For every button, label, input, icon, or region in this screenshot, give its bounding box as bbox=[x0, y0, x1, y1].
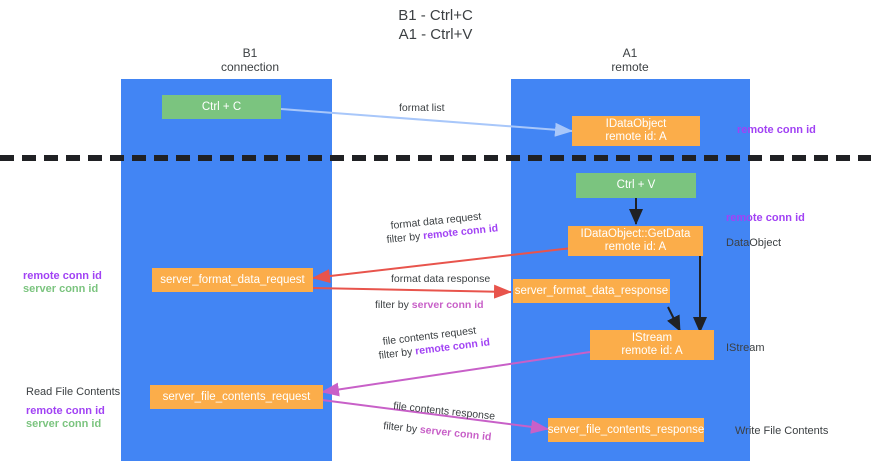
annotation-left-remote-conn-id: remote conn id bbox=[23, 270, 102, 282]
edge-format-data-request bbox=[312, 247, 573, 283]
annotation-right-remote-conn-id-top: remote conn id bbox=[737, 124, 816, 136]
node-idataobject[interactable]: IDataObject remote id: A bbox=[572, 116, 700, 146]
edge-label-format-data-response: format data response bbox=[391, 273, 490, 286]
node-server-format-data-response[interactable]: server_format_data_response bbox=[513, 279, 670, 303]
filter-prefix: filter by bbox=[386, 230, 424, 246]
edge-label-format-list: format list bbox=[399, 102, 445, 115]
edge-file-contents-request bbox=[321, 351, 591, 397]
section-divider bbox=[0, 155, 871, 161]
annotation-right-remote-conn-id-mid: remote conn id bbox=[726, 212, 805, 224]
node-ctrl-v[interactable]: Ctrl + V bbox=[576, 173, 696, 198]
node-idataobject-getdata[interactable]: IDataObject::GetData remote id: A bbox=[568, 226, 703, 256]
annotation-left-server-conn-id: server conn id bbox=[23, 283, 99, 295]
edge-file-contents-response bbox=[321, 399, 549, 434]
edge-label-format-data-response-filter: filter by server conn id bbox=[375, 299, 484, 312]
diagram-title: B1 - Ctrl+C A1 - Ctrl+V bbox=[398, 7, 473, 43]
annotation-left-server-conn-id-2: server conn id bbox=[26, 418, 102, 430]
filter-prefix: filter by bbox=[382, 420, 421, 436]
edge-format-data-response bbox=[312, 284, 512, 299]
annotation-right-dataobject: DataObject bbox=[726, 237, 782, 249]
filter-prefix: filter by bbox=[375, 299, 412, 311]
edge-label-format-data-response-text: format data response bbox=[391, 273, 491, 285]
column-header-a1: A1 remote bbox=[611, 46, 649, 74]
filter-key-server-conn-id: server conn id bbox=[411, 299, 484, 311]
node-server-format-data-request[interactable]: server_format_data_request bbox=[152, 268, 313, 292]
annotation-right-istream: IStream bbox=[726, 342, 765, 354]
node-server-file-contents-response[interactable]: server_file_contents_response bbox=[548, 418, 704, 442]
edge-label-format-list-text: format list bbox=[399, 102, 445, 114]
edge-response-to-istream bbox=[667, 306, 681, 332]
annotation-left-remote-conn-id-2: remote conn id bbox=[26, 405, 105, 417]
node-server-file-contents-request[interactable]: server_file_contents_request bbox=[150, 385, 323, 409]
node-istream[interactable]: IStream remote id: A bbox=[590, 330, 714, 360]
column-header-b1: B1 connection bbox=[220, 46, 280, 74]
node-ctrl-c[interactable]: Ctrl + C bbox=[162, 95, 281, 119]
annotation-left-read-file-contents: Read File Contents bbox=[26, 386, 121, 398]
edge-format-list bbox=[280, 108, 573, 137]
annotation-right-write-file-contents: Write File Contents bbox=[735, 425, 829, 437]
